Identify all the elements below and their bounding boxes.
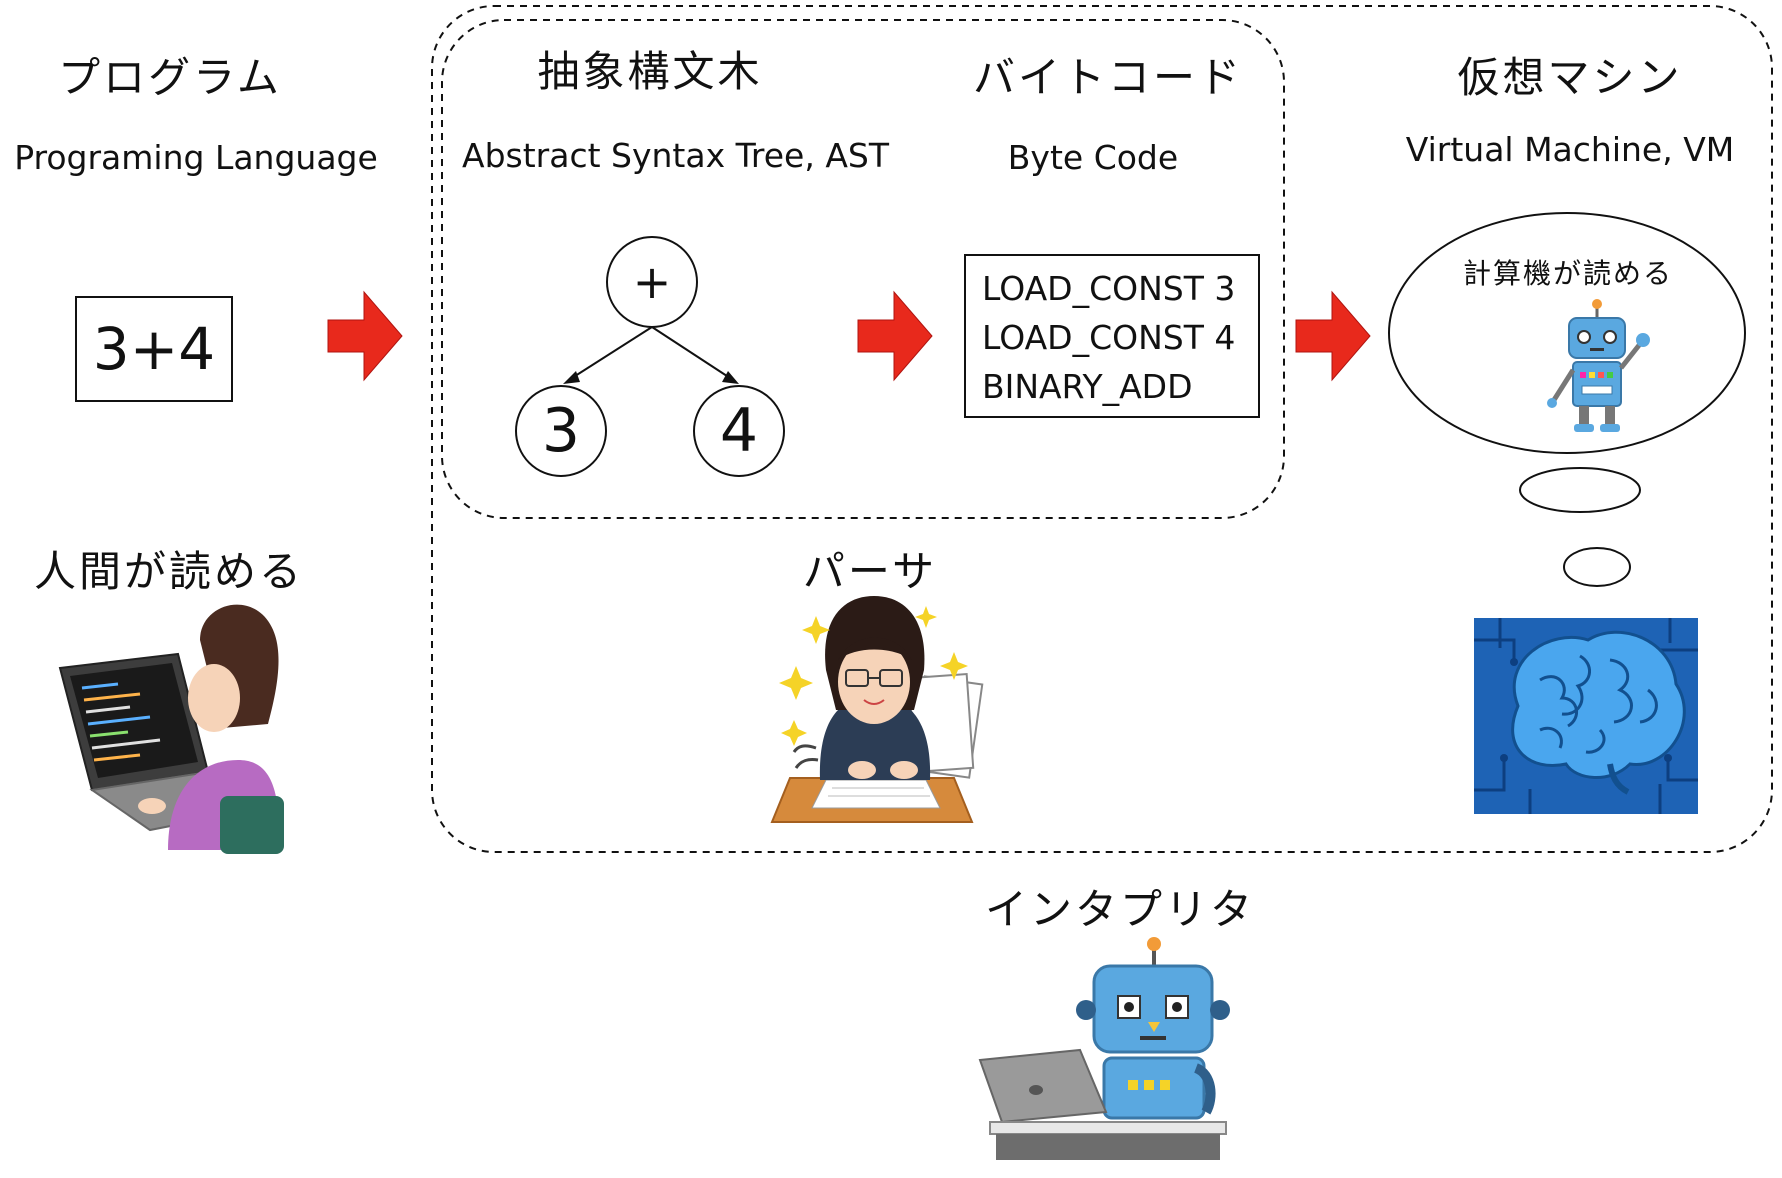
- bytecode-line: LOAD_CONST 3: [982, 269, 1236, 308]
- bytecode-box: LOAD_CONST 3 LOAD_CONST 4 BINARY_ADD: [964, 254, 1260, 418]
- ast-arrowhead-right: [722, 371, 739, 384]
- program-title: プログラム: [58, 53, 282, 102]
- expression-box: 3+4: [75, 296, 233, 402]
- thought-text: 計算機が読める: [1462, 257, 1673, 290]
- thought-bubble-main: [1388, 212, 1746, 454]
- ast-right-label: 4: [719, 396, 759, 466]
- programmer-icon: [58, 604, 284, 854]
- program-subtitle: Programing Language: [14, 138, 378, 177]
- vm-title: 仮想マシン: [1457, 53, 1683, 102]
- bytecode-line: LOAD_CONST 4: [982, 318, 1236, 357]
- arrow-program-to-ast: [327, 290, 403, 382]
- thought-bubble: [1388, 212, 1746, 587]
- thought-bubble-small: [1563, 547, 1631, 587]
- vm-subtitle: Virtual Machine, VM: [1405, 130, 1735, 169]
- ast-node-right: [693, 385, 785, 477]
- ast-left-label: 3: [541, 396, 581, 466]
- brain-circuit-icon: [1474, 618, 1698, 814]
- ast-edge-right: [651, 326, 731, 379]
- arrow-ast-to-bytecode: [857, 290, 933, 382]
- ast-arrowhead-left: [563, 371, 580, 384]
- interpreter-robot-icon: [978, 937, 1230, 1160]
- ast-subtitle: Abstract Syntax Tree, AST: [462, 136, 890, 175]
- ast-node-left: [515, 385, 607, 477]
- small-robot-icon: [1547, 299, 1650, 432]
- bytecode-subtitle: Byte Code: [1007, 138, 1179, 177]
- human-readable-label: 人間が読める: [34, 547, 305, 596]
- ast-edge-left: [571, 326, 653, 379]
- expression-text: 3+4: [92, 315, 216, 383]
- ast-root-label: +: [632, 255, 672, 309]
- bytecode-line: BINARY_ADD: [982, 367, 1193, 406]
- arrow-bytecode-to-vm: [1295, 290, 1371, 382]
- parser-frame: [441, 19, 1285, 519]
- bytecode-title: バイトコード: [972, 53, 1243, 102]
- parser-person-icon: [770, 596, 984, 823]
- thought-bubble-mid: [1519, 467, 1641, 513]
- ast-title: 抽象構文木: [537, 47, 763, 96]
- ast-tree: [515, 236, 785, 477]
- parser-label: パーサ: [802, 547, 938, 596]
- interpreter-label: インタプリタ: [984, 885, 1255, 934]
